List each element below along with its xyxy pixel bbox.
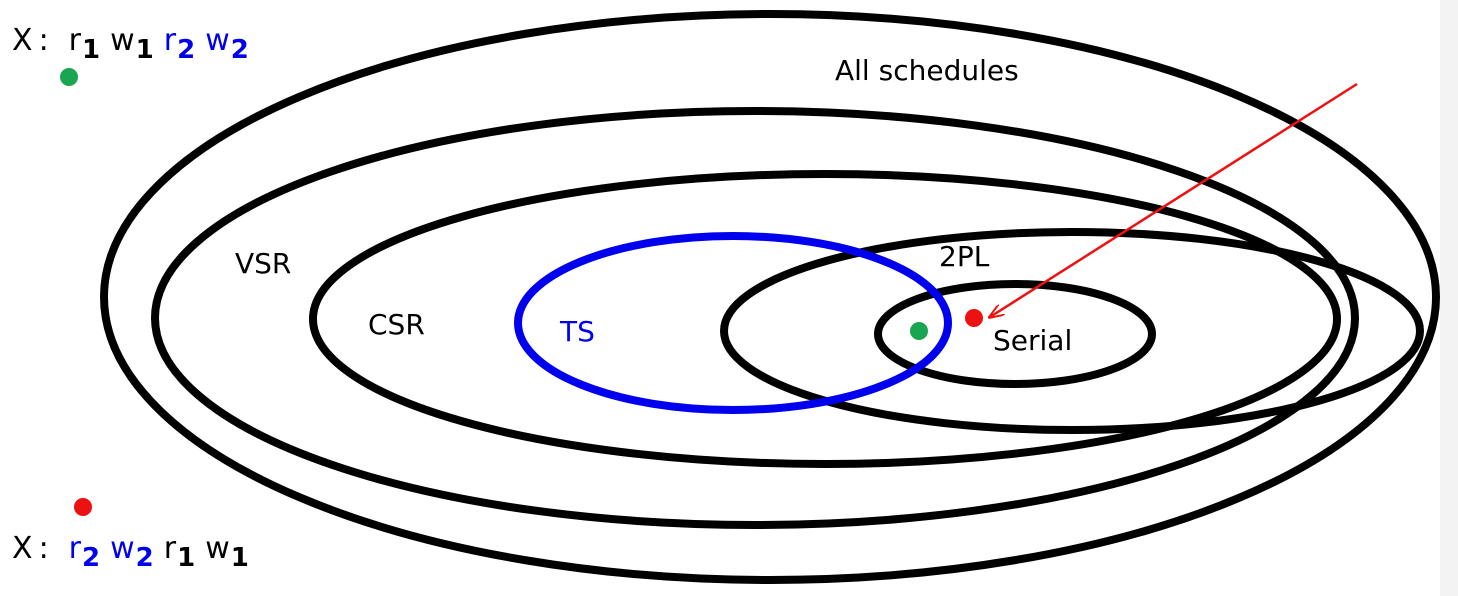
schedule-bottom-op-1: r2 [68,531,101,573]
red-dot-serial [965,309,983,327]
all-schedules-ellipse [100,10,1440,584]
csr-ellipse [309,170,1341,468]
serial-ellipse [874,280,1156,388]
label-2pl: 2PL [939,240,990,273]
schedule-top-colon: : [38,23,49,58]
label-serial: Serial [993,324,1072,357]
label-ts: TS [559,315,595,348]
schedule-bottom-variable: X [12,531,33,566]
right-edge-strip [1440,0,1458,596]
two-pl-ellipse [720,228,1424,434]
green-dot-serial [910,322,928,340]
red-dot-bottom [74,498,92,516]
label-csr: CSR [368,308,425,341]
schedule-top-op-2: w1 [110,23,154,65]
schedule-bottom-op-4: w1 [205,531,249,573]
schedule-top-op-1: r1 [68,23,101,65]
pointer-arrow [990,82,1358,317]
ts-ellipse [514,232,952,414]
schedule-bottom-colon: : [38,531,49,566]
label-vsr: VSR [235,247,291,280]
label-all-schedules: All schedules [835,54,1019,87]
schedule-top-op-4: w2 [205,23,249,65]
schedule-bottom-op-2: w2 [110,531,154,573]
green-dot-top [60,68,78,86]
schedule-top-op-3: r2 [163,23,196,65]
schedule-bottom-op-3: r1 [163,531,196,573]
vsr-ellipse [151,107,1359,529]
schedule-top-variable: X [12,23,33,58]
